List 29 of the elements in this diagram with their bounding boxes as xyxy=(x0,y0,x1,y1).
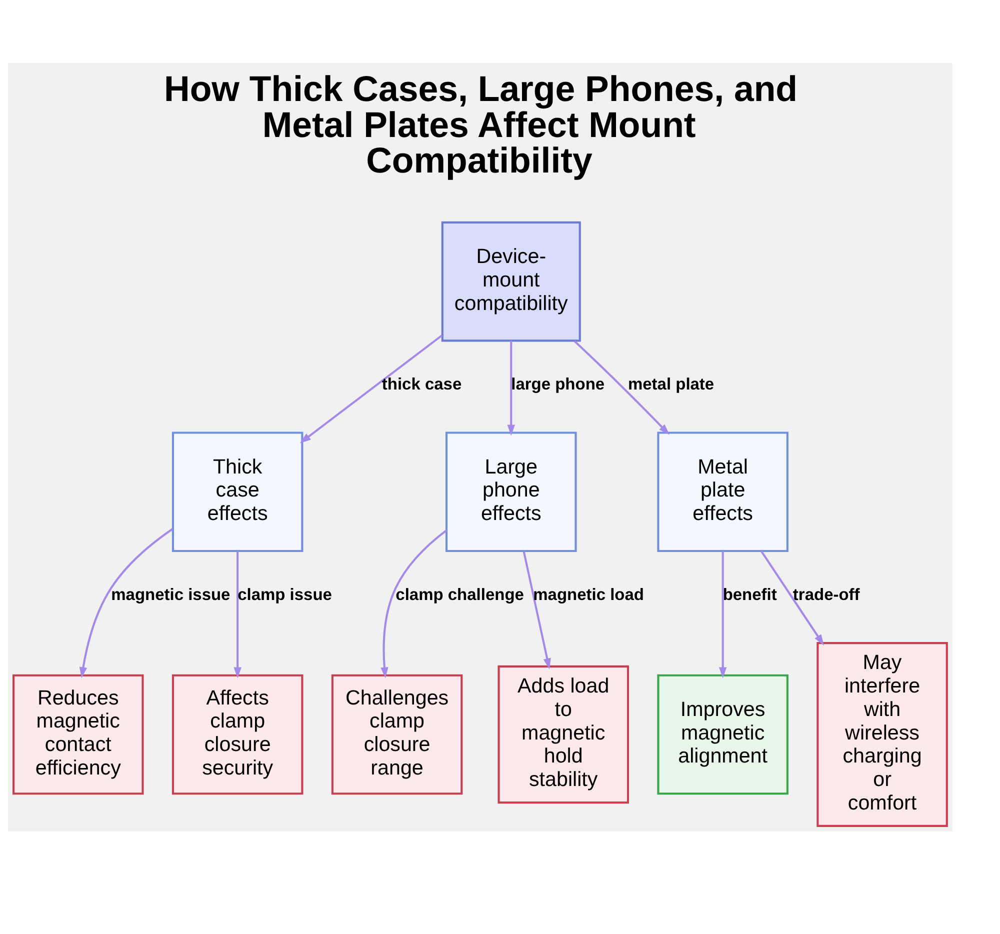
edge-label: large phone xyxy=(511,376,605,394)
node-box: Adds load to magnetic hold stability xyxy=(498,665,629,804)
edge-label: benefit xyxy=(722,586,777,604)
node-box: Metal plate effects xyxy=(657,432,788,552)
node-box: May interfere with wireless charging or comfort xyxy=(816,642,948,827)
node-box: Thick case effects xyxy=(172,432,304,552)
arrow xyxy=(574,340,670,435)
edge-label: clamp challenge xyxy=(396,586,524,604)
arrow xyxy=(380,530,448,678)
node-box: Reduces magnetic contact efficiency xyxy=(12,674,144,795)
node-box: Improves magnetic alignment xyxy=(657,674,788,795)
arrow xyxy=(79,528,174,678)
arrow xyxy=(234,551,242,678)
edge-label: metal plate xyxy=(628,376,714,394)
arrow xyxy=(718,551,727,678)
node-box: Device-mount compatibility xyxy=(441,221,581,342)
node-box: Affects clamp closure security xyxy=(172,674,304,795)
edge-label: magnetic issue xyxy=(111,586,230,604)
arrow xyxy=(522,551,551,670)
arrow xyxy=(760,550,824,646)
edge-label: clamp issue xyxy=(238,586,332,604)
edge-label: thick case xyxy=(382,376,462,394)
node-box: Challenges clamp closure range xyxy=(331,674,463,795)
node-box: Large phone effects xyxy=(446,432,577,552)
diagram-title: How Thick Cases, Large Phones, and Metal Plates Affect Mount Compatibility xyxy=(164,69,798,181)
arrow xyxy=(300,334,443,444)
edge-label: trade-off xyxy=(792,586,860,604)
edge-label: magnetic load xyxy=(533,586,644,604)
arrow xyxy=(507,340,515,436)
